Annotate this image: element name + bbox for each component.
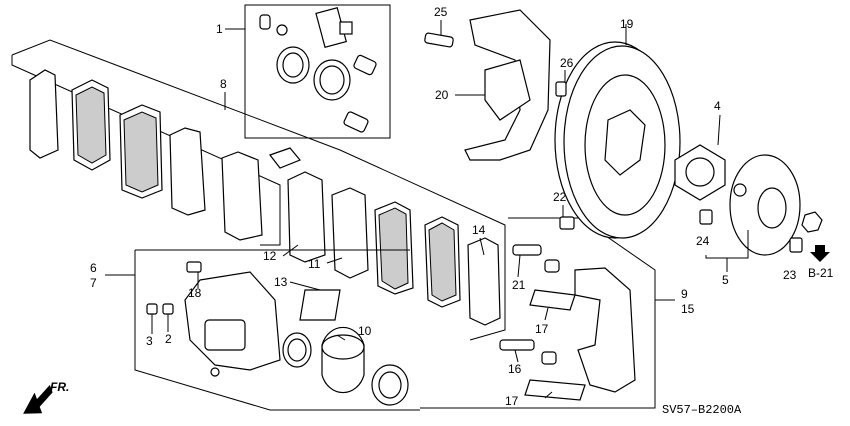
callout-16: 16 — [508, 362, 522, 376]
pad-set-box — [11, 39, 506, 341]
seal-kit-box — [225, 4, 391, 139]
callout-7: 7 — [90, 276, 97, 290]
caliper-box — [105, 249, 420, 411]
callout-3: 3 — [146, 334, 153, 348]
callouts: 1 2 3 4 5 6 7 8 9 10 11 12 13 14 15 16 1… — [90, 5, 797, 408]
callout-20: 20 — [435, 88, 449, 102]
splash-shield — [455, 9, 551, 161]
callout-5: 5 — [722, 273, 729, 287]
callout-9: 9 — [681, 287, 688, 301]
hub-assembly — [674, 114, 823, 272]
callout-1: 1 — [216, 22, 223, 36]
callout-10: 10 — [358, 324, 372, 338]
callout-24: 24 — [696, 234, 710, 248]
callout-8: 8 — [220, 77, 227, 91]
callout-17b: 17 — [505, 394, 519, 408]
callout-12: 12 — [263, 249, 277, 263]
callout-19: 19 — [620, 17, 634, 31]
direction-arrow — [23, 384, 53, 414]
callout-21: 21 — [512, 278, 526, 292]
brake-disc — [554, 24, 681, 239]
callout-14: 14 — [472, 223, 486, 237]
direction-label: FR. — [50, 380, 69, 394]
callout-2: 2 — [165, 332, 172, 346]
reference-arrow — [810, 245, 830, 262]
callout-23: 23 — [783, 268, 797, 282]
callout-25: 25 — [434, 5, 448, 19]
diagram-code: SV57–B2200A — [662, 403, 742, 417]
callout-13: 13 — [274, 275, 288, 289]
callout-15: 15 — [681, 302, 695, 316]
callout-4: 4 — [714, 99, 721, 113]
leader-lines — [151, 20, 566, 399]
callout-26: 26 — [560, 56, 574, 70]
callout-17a: 17 — [535, 322, 549, 336]
bracket-box — [420, 216, 675, 409]
reference-label: B-21 — [808, 266, 834, 280]
callout-6: 6 — [90, 261, 97, 275]
callout-22: 22 — [553, 190, 567, 204]
callout-11: 11 — [308, 257, 321, 271]
bolts — [424, 32, 567, 97]
callout-18: 18 — [188, 286, 202, 300]
